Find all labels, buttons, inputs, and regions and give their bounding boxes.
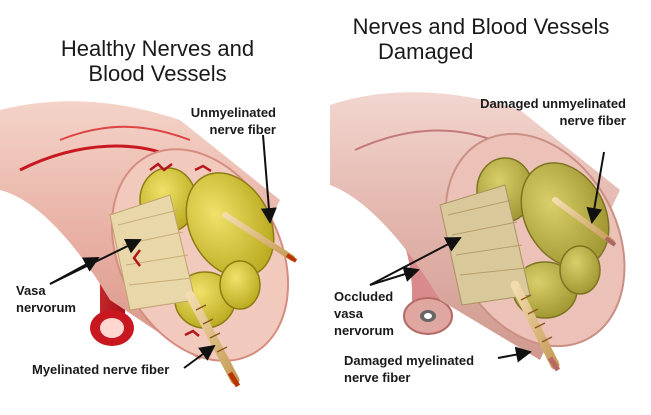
label-vasa-nervorum: Vasa nervorum — [16, 282, 76, 316]
label-damaged-myelinated-line2: nerve fiber — [344, 370, 411, 385]
label-damaged-unmyelinated: Damaged unmyelinated nerve fiber — [450, 95, 626, 129]
damaged-title: Nerves and Blood Vessels Damaged — [318, 14, 644, 64]
label-vasa-line1: Vasa — [16, 283, 46, 298]
damaged-nerve-illustration — [330, 92, 626, 372]
damaged-title-line2: Damaged — [378, 39, 474, 64]
label-damaged-myelinated: Damaged myelinated nerve fiber — [344, 352, 474, 386]
label-unmyelinated: Unmyelinated nerve fiber — [170, 104, 276, 138]
label-myelinated: Myelinated nerve fiber — [32, 362, 170, 377]
healthy-title-line2: Blood Vessels — [88, 61, 227, 86]
label-unmyelinated-line1: Unmyelinated — [190, 105, 276, 120]
label-damaged-unmyelinated-line1: Damaged unmyelinated — [480, 96, 626, 111]
label-damaged-myelinated-line1: Damaged myelinated — [344, 353, 475, 368]
damaged-myelinated-fiber — [510, 280, 560, 370]
arrow-damaged-myelinated — [497, 346, 532, 363]
damaged-title-line1: Nerves and Blood Vessels — [352, 14, 610, 39]
arrow-unmyelinated — [260, 134, 277, 224]
label-occluded-line3: nervorum — [334, 323, 394, 338]
arrow-vasa-2 — [49, 257, 100, 285]
healthy-title: Healthy Nerves and Blood Vessels — [20, 36, 295, 86]
arrow-damaged-unmyelinated — [586, 151, 605, 224]
healthy-title-line1: Healthy Nerves and — [60, 36, 255, 61]
arrow-occluded-1 — [369, 237, 462, 286]
label-occluded-line2: vasa — [334, 306, 363, 321]
damaged-unmyelinated-fiber — [552, 197, 615, 245]
label-occluded-line1: Occluded — [334, 289, 394, 304]
healthy-unmyelinated-fiber — [222, 212, 295, 261]
arrow-myelinated — [183, 344, 216, 369]
label-unmyelinated-line2: nerve fiber — [209, 122, 276, 137]
label-vasa-line2: nervorum — [16, 300, 76, 315]
label-damaged-unmyelinated-line2: nerve fiber — [559, 113, 626, 128]
label-occluded-vasa-nervorum: Occluded vasa nervorum — [334, 288, 394, 339]
healthy-nerve-illustration — [0, 101, 298, 388]
arrow-occluded-2 — [369, 266, 420, 286]
